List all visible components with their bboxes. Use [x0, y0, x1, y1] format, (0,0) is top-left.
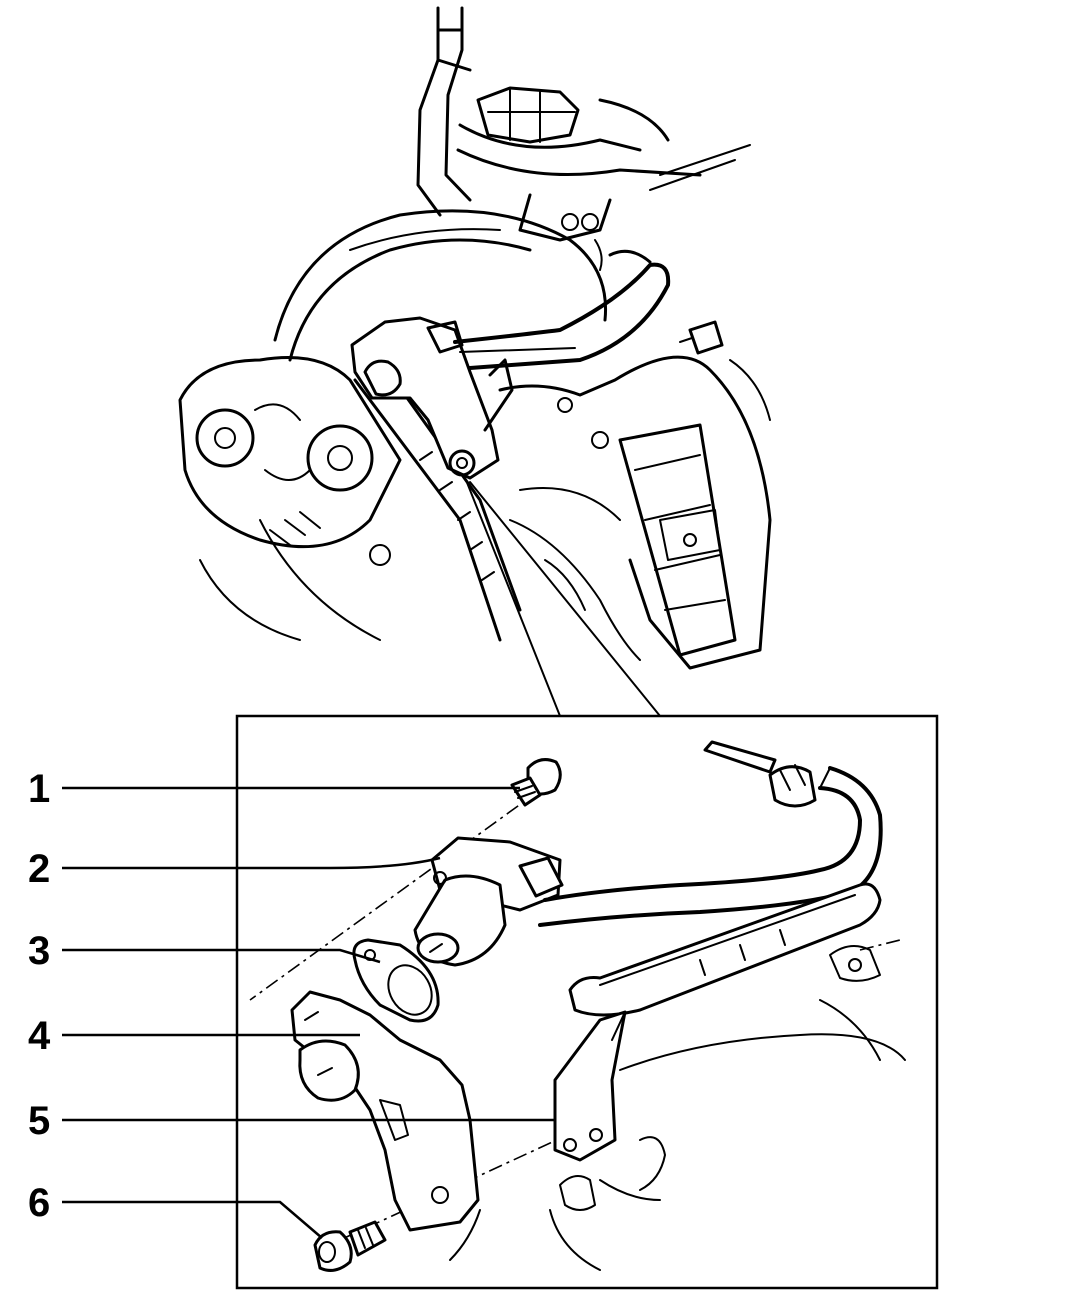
part-bracket [290, 990, 480, 1232]
exploded-parts-illustration [249, 740, 906, 1272]
leader-2 [62, 856, 441, 870]
part-sensor [413, 836, 564, 967]
callout-1: 1 [28, 767, 50, 811]
engine-overview-illustration [178, 6, 772, 717]
callout-labels: 1 2 3 4 5 6 [28, 767, 51, 1225]
part-pipe-bracket [553, 882, 882, 1162]
callout-4: 4 [28, 1014, 51, 1058]
callout-5: 5 [28, 1099, 50, 1143]
leader-3 [62, 948, 381, 964]
part-bolt-top [510, 758, 562, 807]
callout-leaders [62, 786, 555, 1239]
callout-2: 2 [28, 847, 50, 891]
part-coolant-pipe [538, 740, 883, 927]
callout-6: 6 [28, 1181, 50, 1225]
detail-frame [235, 714, 939, 1290]
callout-3: 3 [28, 929, 50, 973]
leader-6 [62, 1200, 323, 1239]
part-bolt-bottom [313, 1220, 387, 1272]
